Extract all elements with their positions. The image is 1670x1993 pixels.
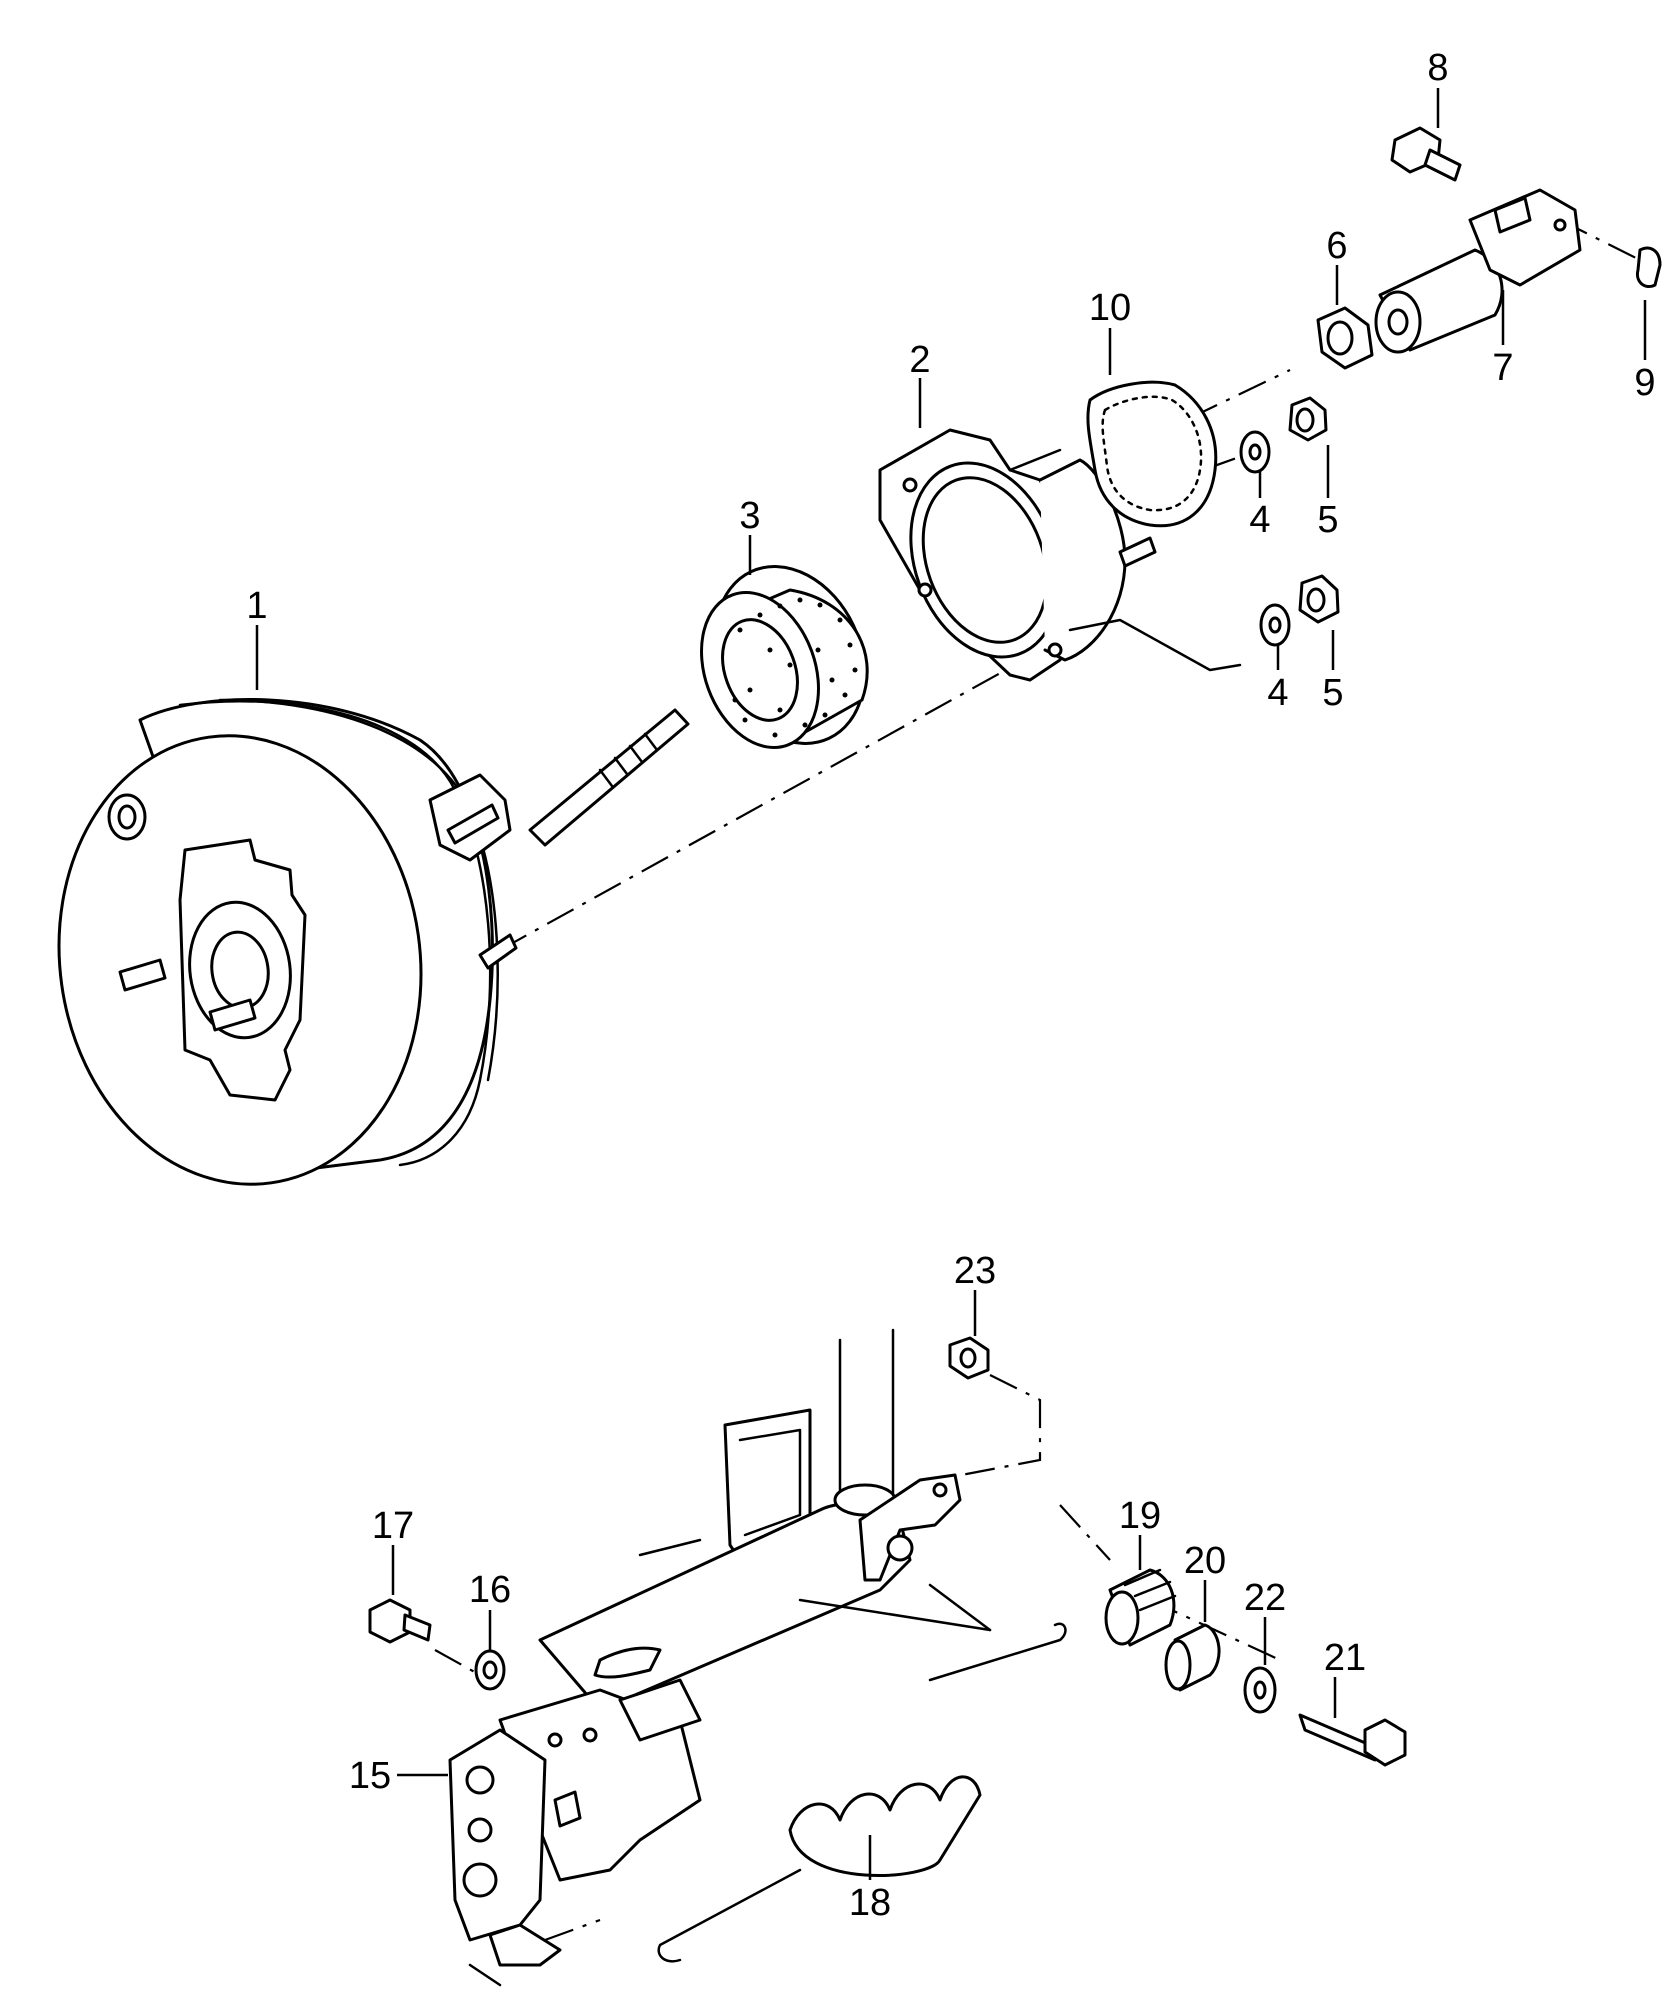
return-spring-part-18 [657, 1622, 1067, 1963]
pedal-bracket [538, 1328, 992, 1712]
callout-6: 6 [1326, 225, 1347, 267]
clevis-part-7 [1374, 188, 1582, 354]
callout-15: 15 [349, 1755, 391, 1797]
retaining-clip-part-9 [1635, 246, 1662, 288]
nut-part-5-upper [1288, 396, 1328, 442]
spacer-part-20 [1164, 1623, 1221, 1692]
callout-23: 23 [954, 1250, 996, 1292]
callout-labels: 1 2 3 4 4 5 5 6 7 8 9 10 15 16 17 18 19 … [246, 47, 1655, 1924]
nut-part-6 [1316, 306, 1374, 370]
callout-7: 7 [1492, 347, 1513, 389]
filter-sleeve-part-3 [700, 565, 869, 749]
washer-part-4-lower [1259, 603, 1291, 647]
callout-5-upper: 5 [1317, 499, 1338, 541]
mounting-flange-part-2 [878, 428, 1242, 682]
callout-4-lower: 4 [1267, 672, 1288, 714]
callout-1: 1 [246, 585, 267, 627]
callout-22: 22 [1244, 1577, 1286, 1619]
callout-21: 21 [1324, 1637, 1366, 1679]
washer-part-4-upper [1239, 430, 1271, 474]
pedal-block-part-15 [448, 1678, 702, 1987]
callout-20: 20 [1184, 1540, 1226, 1582]
washer-part-22 [1243, 1666, 1277, 1714]
clevis-pin-part-8 [1390, 126, 1462, 182]
bolt-part-17 [368, 1598, 432, 1644]
callout-2: 2 [909, 339, 930, 381]
brake-servo-part-1 [57, 698, 690, 1186]
callout-19: 19 [1119, 1495, 1161, 1537]
spring-washer-part-16 [474, 1649, 506, 1691]
callout-17: 17 [372, 1505, 414, 1547]
callout-10: 10 [1089, 287, 1131, 329]
nut-part-5-lower [1298, 574, 1340, 624]
callout-4-upper: 4 [1249, 499, 1270, 541]
callout-3: 3 [739, 495, 760, 537]
callout-16: 16 [469, 1569, 511, 1611]
bolt-part-21 [1298, 1713, 1407, 1767]
callout-5-lower: 5 [1322, 672, 1343, 714]
callout-9: 9 [1634, 362, 1655, 404]
nut-part-23 [948, 1336, 990, 1380]
callout-8: 8 [1427, 47, 1448, 89]
bush-part-19 [1104, 1568, 1177, 1647]
callout-18: 18 [849, 1882, 891, 1924]
leader-lines [255, 88, 1647, 1880]
gasket-part-10 [1086, 380, 1218, 528]
